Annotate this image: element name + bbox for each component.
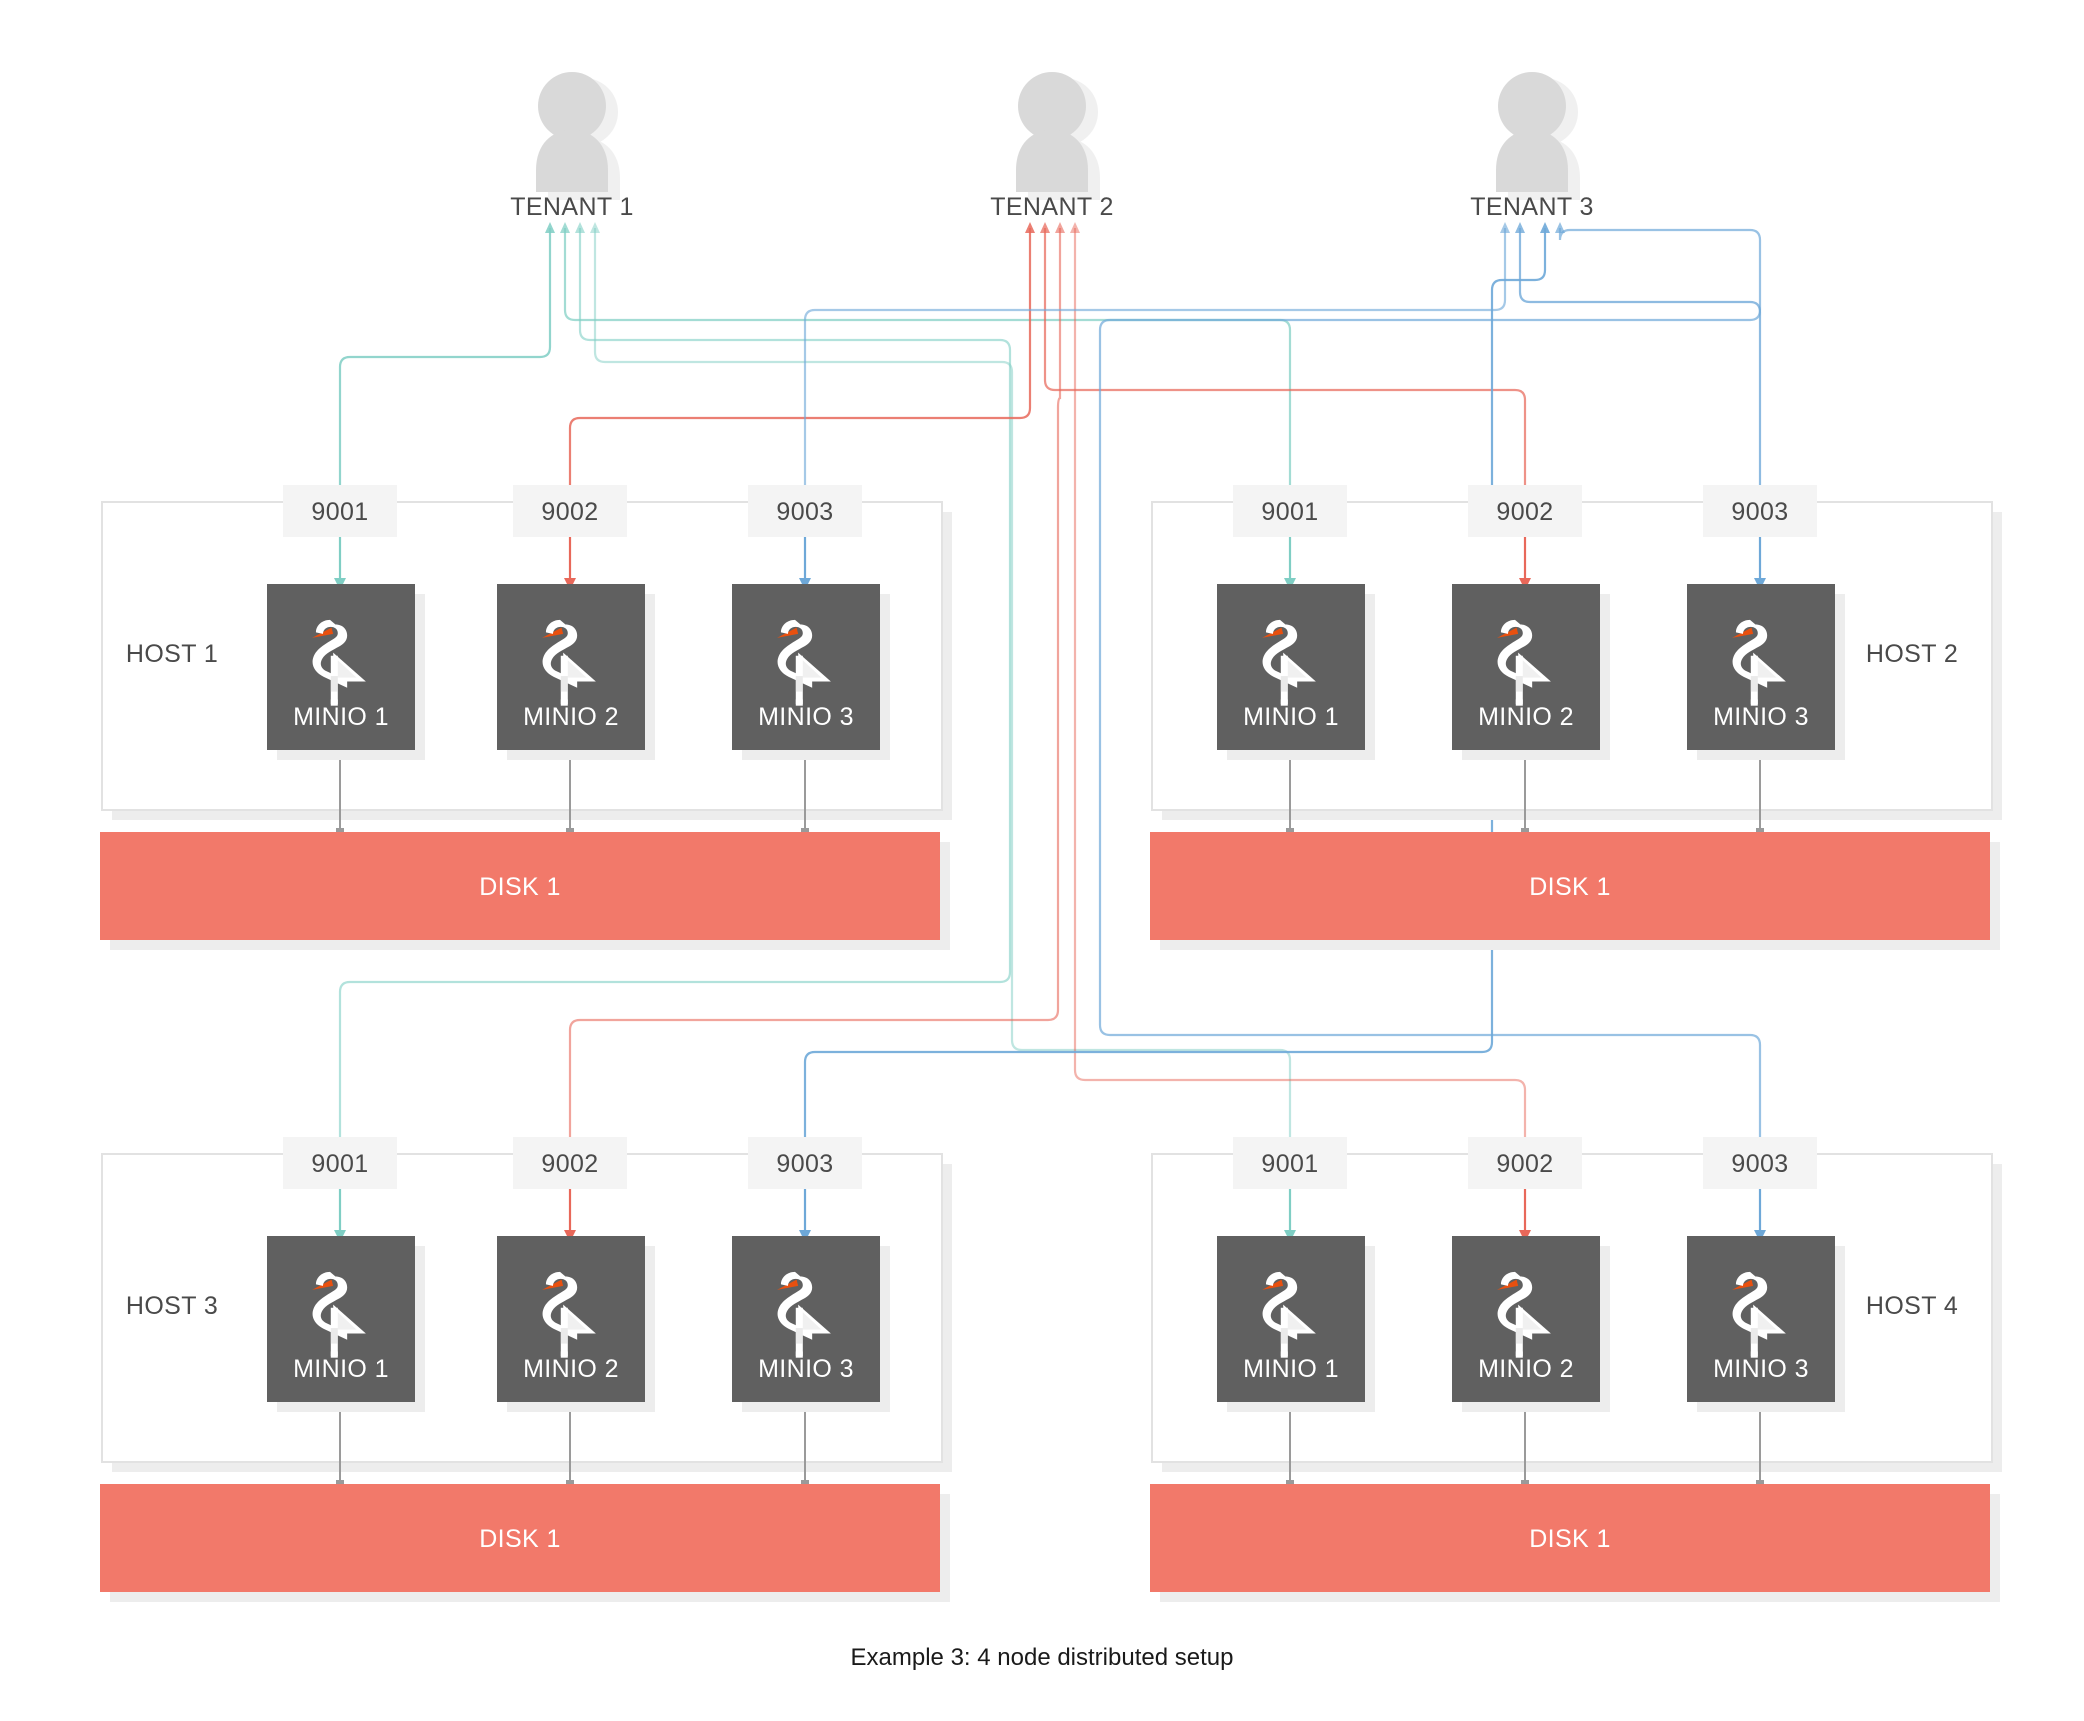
- host-4-port-1-box: [1233, 1137, 1347, 1189]
- host-3-port-1-label: 9001: [311, 1150, 368, 1178]
- host-1-disk-label: DISK 1: [479, 873, 561, 901]
- user-avatar-icon: [1016, 72, 1100, 200]
- host-2-node-3-label: MINIO 3: [1713, 703, 1809, 731]
- host-1-port-3-box: [748, 485, 862, 537]
- host-1-disk-bar: [100, 832, 940, 940]
- host-1-node-3-label: MINIO 3: [758, 703, 854, 731]
- host-2[interactable]: HOST 2 9001 MINIO 1 9002: [1150, 485, 2002, 950]
- host-3-port-2-box: [513, 1137, 627, 1189]
- host-2-port-2-box: [1468, 485, 1582, 537]
- user-avatar-icon: [1496, 72, 1580, 200]
- host-1-port-2-label: 9002: [541, 498, 598, 526]
- host-2-node-2[interactable]: 9002 MINIO 2: [1452, 485, 1610, 760]
- host-2-node-3[interactable]: 9003 MINIO 3: [1687, 485, 1845, 760]
- host-3-disk[interactable]: DISK 1: [100, 1484, 950, 1602]
- host-3-node-2-label: MINIO 2: [523, 1355, 619, 1383]
- host-1-port-1-box: [283, 485, 397, 537]
- host-2-label: HOST 2: [1866, 640, 1958, 668]
- host-3[interactable]: HOST 3 9001 MINIO 1 9002: [100, 1137, 952, 1602]
- host-2-disk[interactable]: DISK 1: [1150, 832, 2000, 950]
- tenant-3-label: TENANT 3: [1470, 193, 1594, 221]
- host-1-label: HOST 1: [126, 640, 218, 668]
- host-4-node-3[interactable]: 9003 MINIO 3: [1687, 1137, 1845, 1412]
- tenant-2-label: TENANT 2: [990, 193, 1114, 221]
- host-4-disk-label: DISK 1: [1529, 1525, 1611, 1553]
- host-4-port-2-box: [1468, 1137, 1582, 1189]
- host-3-disk-label: DISK 1: [479, 1525, 561, 1553]
- host-2-port-1-label: 9001: [1261, 498, 1318, 526]
- host-2-node-2-label: MINIO 2: [1478, 703, 1574, 731]
- host-2-port-2-label: 9002: [1496, 498, 1553, 526]
- host-1-node-1[interactable]: 9001 MINIO 1: [267, 485, 425, 760]
- host-4-node-2[interactable]: 9002 MINIO 2: [1452, 1137, 1610, 1412]
- host-3-node-3[interactable]: 9003 MINIO 3: [732, 1137, 890, 1412]
- host-1[interactable]: HOST 1 9001 MINIO 1: [100, 485, 952, 950]
- host-3-port-3-label: 9003: [776, 1150, 833, 1178]
- host-3-node-3-label: MINIO 3: [758, 1355, 854, 1383]
- host-3-node-2[interactable]: 9002 MINIO 2: [497, 1137, 655, 1412]
- host-4-port-1-label: 9001: [1261, 1150, 1318, 1178]
- host-2-port-3-box: [1703, 485, 1817, 537]
- host-1-port-3-label: 9003: [776, 498, 833, 526]
- tenant-2[interactable]: TENANT 2: [990, 72, 1114, 221]
- host-3-label: HOST 3: [126, 1292, 218, 1320]
- diagram-caption: Example 3: 4 node distributed setup: [851, 1644, 1234, 1671]
- host-2-disk-bar: [1150, 832, 1990, 940]
- tenant-3[interactable]: TENANT 3: [1470, 72, 1594, 221]
- host-1-node-1-label: MINIO 1: [293, 703, 389, 731]
- host-4-port-2-label: 9002: [1496, 1150, 1553, 1178]
- host-4-label: HOST 4: [1866, 1292, 1958, 1320]
- user-avatar-icon: [536, 72, 620, 200]
- tenant-1[interactable]: TENANT 1: [510, 72, 634, 221]
- host-2-disk-label: DISK 1: [1529, 873, 1611, 901]
- host-4-disk-bar: [1150, 1484, 1990, 1592]
- host-2-port-3-label: 9003: [1731, 498, 1788, 526]
- host-3-node-1[interactable]: 9001 MINIO 1: [267, 1137, 425, 1412]
- host-1-port-1-label: 9001: [311, 498, 368, 526]
- host-3-port-1-box: [283, 1137, 397, 1189]
- host-4[interactable]: HOST 4 9001 MINIO 1 9002: [1150, 1137, 2002, 1602]
- host-4-port-3-label: 9003: [1731, 1150, 1788, 1178]
- host-1-node-2-label: MINIO 2: [523, 703, 619, 731]
- host-3-port-3-box: [748, 1137, 862, 1189]
- host-4-port-3-box: [1703, 1137, 1817, 1189]
- host-1-node-2[interactable]: 9002 MINIO 2: [497, 485, 655, 760]
- host-3-port-2-label: 9002: [541, 1150, 598, 1178]
- tenant-2-wires: [568, 228, 1527, 1150]
- host-4-node-2-label: MINIO 2: [1478, 1355, 1574, 1383]
- host-2-node-1-label: MINIO 1: [1243, 703, 1339, 731]
- host-4-node-1-label: MINIO 1: [1243, 1355, 1339, 1383]
- host-1-port-2-box: [513, 485, 627, 537]
- host-2-port-1-box: [1233, 485, 1347, 537]
- host-4-disk[interactable]: DISK 1: [1150, 1484, 2000, 1602]
- host-1-disk[interactable]: DISK 1: [100, 832, 950, 950]
- host-2-node-1[interactable]: 9001 MINIO 1: [1217, 485, 1375, 760]
- tenant-arrowheads: [545, 222, 1565, 233]
- host-4-node-1[interactable]: 9001 MINIO 1: [1217, 1137, 1375, 1412]
- tenant-1-label: TENANT 1: [510, 193, 634, 221]
- host-3-node-1-label: MINIO 1: [293, 1355, 389, 1383]
- host-1-node-3[interactable]: 9003 MINIO 3: [732, 485, 890, 760]
- host-3-disk-bar: [100, 1484, 940, 1592]
- host-4-node-3-label: MINIO 3: [1713, 1355, 1809, 1383]
